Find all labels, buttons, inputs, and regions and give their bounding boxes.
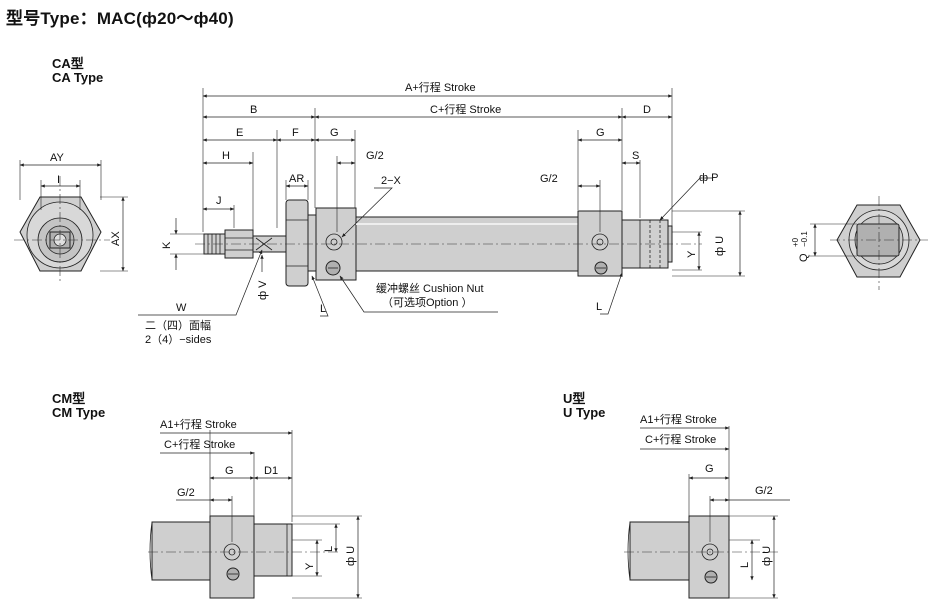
- dim-g-half: G/2: [366, 150, 384, 162]
- dim-j: J: [216, 195, 222, 207]
- ca-section-title: CA型 CA Type: [52, 57, 103, 85]
- ca-title-en: CA Type: [52, 70, 104, 85]
- dim-q: Q: [798, 253, 810, 262]
- u-title-en: U Type: [563, 405, 606, 420]
- dim-2x: 2−X: [381, 175, 402, 187]
- cm-side-view: [148, 430, 362, 599]
- dim-w: W: [176, 302, 187, 314]
- u-side-view: [624, 426, 790, 599]
- sides-label-cn: 二（四）面幅: [145, 319, 211, 332]
- dim-q-tol-upper: +0: [791, 237, 800, 247]
- dim-h: H: [222, 150, 230, 162]
- ca-rear-end-view: [810, 196, 928, 290]
- cm-dim-g-half: G/2: [177, 487, 195, 499]
- cm-dim-a1-stroke: A1+行程 Stroke: [160, 418, 237, 431]
- ca-front-end-view: [14, 160, 128, 284]
- u-section-title: U型 U Type: [563, 392, 605, 420]
- dim-a-stroke: A+行程 Stroke: [405, 81, 476, 94]
- u-title-cn: U型: [563, 391, 586, 406]
- dim-k: K: [161, 241, 173, 249]
- page-title: 型号Type：MAC(ф20～ф40): [6, 9, 234, 28]
- dim-ax: AX: [110, 231, 122, 246]
- u-dim-c-stroke: C+行程 Stroke: [645, 433, 716, 446]
- dim-phi-u: ф U: [714, 236, 726, 256]
- u-dim-l: L: [739, 562, 751, 568]
- cushion-nut-label: 缓冲螺丝 Cushion Nut: [376, 281, 484, 295]
- cm-title-cn: CM型: [52, 391, 86, 406]
- u-dim-phi-u: ф U: [761, 546, 773, 566]
- dim-c-stroke: C+行程 Stroke: [430, 103, 501, 116]
- dim-phi-v: ф V: [257, 280, 269, 300]
- cushion-option-label: （可选项Option ）: [382, 296, 472, 309]
- dim-g-right: G: [596, 127, 605, 139]
- u-dim-g: G: [705, 463, 714, 475]
- dim-ar: AR: [289, 173, 304, 185]
- ca-title-cn: CA型: [52, 56, 84, 71]
- cm-dim-y: Y: [304, 562, 316, 570]
- dim-f: F: [292, 127, 299, 139]
- dim-e: E: [236, 127, 243, 139]
- cm-dim-c-stroke: C+行程 Stroke: [164, 438, 235, 451]
- cm-title-en: CM Type: [52, 405, 106, 420]
- u-dim-g-half: G/2: [755, 485, 773, 497]
- cm-dim-g: G: [225, 465, 234, 477]
- cm-dim-phi-u: ф U: [345, 546, 357, 566]
- sides-label-en: 2（4）−sides: [145, 333, 212, 346]
- dim-l-right: L: [596, 301, 602, 313]
- dim-b: B: [250, 104, 257, 116]
- cm-section-title: CM型 CM Type: [52, 392, 105, 420]
- dim-i: I: [57, 174, 60, 186]
- cm-dim-l: L: [323, 546, 335, 552]
- dim-phi-p: ф P: [699, 172, 718, 184]
- cm-dim-d1: D1: [264, 465, 278, 477]
- ca-side-view: [138, 88, 745, 317]
- dim-l-left: L: [320, 303, 326, 315]
- dim-d: D: [643, 104, 651, 116]
- dim-g-half-right: G/2: [540, 173, 558, 185]
- dim-s: S: [632, 150, 639, 162]
- u-dim-a1-stroke: A1+行程 Stroke: [640, 413, 717, 426]
- dim-ay: AY: [50, 152, 65, 164]
- dim-y: Y: [686, 250, 698, 258]
- dim-g: G: [330, 127, 339, 139]
- dim-q-tol-lower: −0.1: [800, 231, 809, 247]
